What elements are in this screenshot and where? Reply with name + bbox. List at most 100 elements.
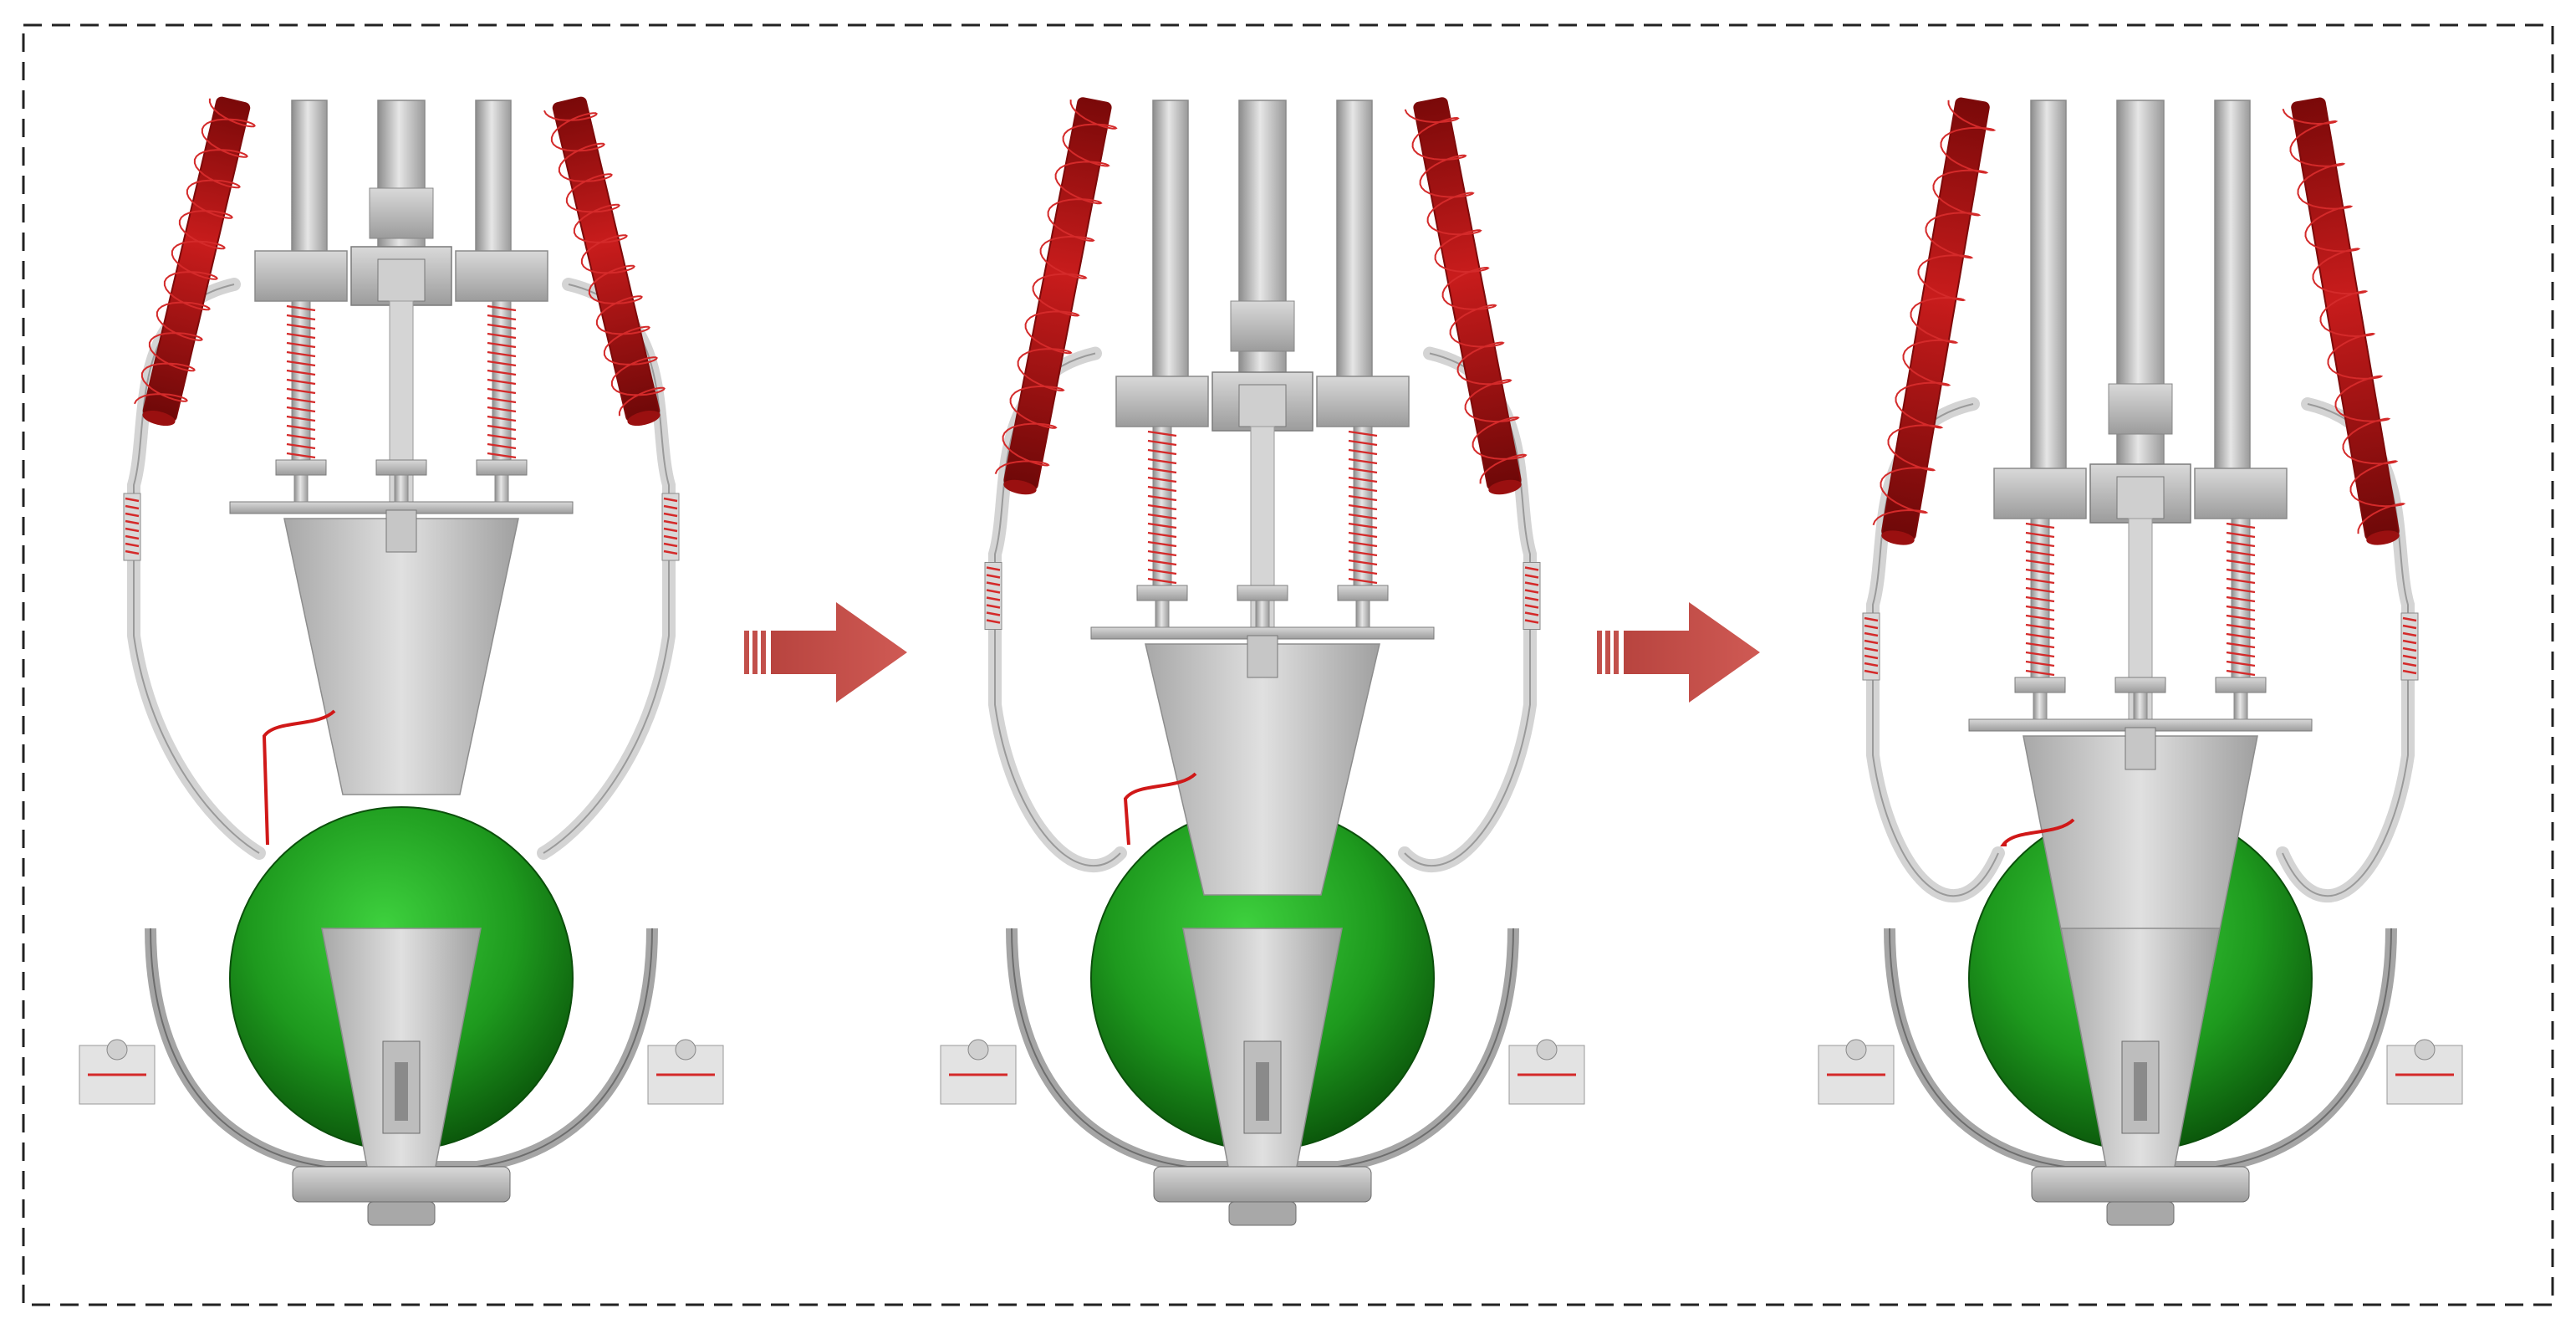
guide-shaft — [291, 100, 328, 268]
side-spring-turn — [125, 534, 140, 540]
rod-collar — [1237, 585, 1288, 601]
spring-left-coil-turn — [1147, 494, 1177, 502]
spring-left-coil-turn — [2025, 559, 2055, 566]
upper-cone-clip — [385, 509, 417, 553]
spring-right-coil-turn — [487, 396, 517, 404]
base-foot — [1228, 1201, 1297, 1226]
arrow-tail-bar — [1597, 631, 1602, 674]
side-spring-turn — [1864, 654, 1879, 660]
guide-shaft — [377, 100, 426, 268]
spring-right-coil-turn — [487, 323, 517, 330]
shaft-coupler — [2108, 383, 2173, 435]
coil-winding-right — [1404, 109, 1528, 484]
spring-left-coil-turn — [2025, 577, 2055, 585]
guide-shaft — [2030, 100, 2067, 486]
side-spring-turn — [1864, 631, 1879, 637]
side-spring-turn — [1524, 611, 1539, 616]
spring-left-coil-turn — [2025, 641, 2055, 649]
arrow-head — [1624, 602, 1760, 703]
spring-right-coil-turn — [487, 314, 517, 321]
guide-shaft — [2214, 100, 2251, 486]
coil-winding-left — [134, 98, 256, 405]
spring-left-coil-turn — [2025, 595, 2055, 603]
spring-right-coil-turn — [2226, 605, 2256, 612]
crossbar-block-right — [2194, 468, 2288, 519]
spring-right-coil-turn — [2226, 623, 2256, 631]
spring-left-coil-turn — [2025, 540, 2055, 548]
crossbar-block-right — [1316, 376, 1410, 427]
spring-right-coil-turn — [1348, 568, 1378, 575]
spring-left-coil-turn — [286, 442, 316, 450]
spring-right — [487, 300, 517, 469]
side-spring-turn — [2402, 669, 2417, 675]
rod-collar — [1337, 585, 1389, 601]
center-clamp — [377, 258, 426, 302]
arrow-tail-bar — [744, 631, 749, 674]
side-spring-turn — [663, 504, 678, 510]
spring-left-coil-turn — [1147, 476, 1177, 483]
sensor-wire — [262, 709, 336, 846]
red-tube-left-end-cap — [142, 410, 176, 427]
spring-right-coil-turn — [1348, 476, 1378, 483]
spring-right-coil-turn — [2226, 651, 2256, 658]
spring-right-coil-turn — [1348, 457, 1378, 465]
spring-right-coil-turn — [487, 442, 517, 450]
spring-left-coil-turn — [286, 415, 316, 422]
spring-left-coil-turn — [1147, 439, 1177, 447]
side-spring-turn — [663, 497, 678, 503]
red-tube-right — [552, 96, 661, 427]
plate-post — [1255, 600, 1270, 628]
spring-right-coil-turn — [2226, 577, 2256, 585]
crossbar-block-left — [254, 250, 348, 302]
side-spring-turn — [986, 566, 1001, 571]
spring-left-coil-turn — [2025, 614, 2055, 621]
spring-left-coil-turn — [286, 433, 316, 441]
spring-right-coil-turn — [487, 341, 517, 349]
spring-right-coil-turn — [1348, 430, 1378, 437]
red-tube-left-body — [142, 96, 251, 422]
coil-winding-left — [1872, 100, 1997, 526]
plate-post — [1155, 600, 1170, 628]
side-spring-turn — [986, 611, 1001, 616]
spring-left-coil-turn — [286, 323, 316, 330]
side-spring-turn — [1864, 624, 1879, 630]
spring-left-coil-turn — [1147, 503, 1177, 511]
spring-right-coil-turn — [1348, 513, 1378, 520]
spring-left-coil-turn — [286, 350, 316, 358]
side-spring-turn — [1864, 647, 1879, 652]
stage-3-mechanism — [1818, 97, 2463, 1226]
base-pedestal — [2031, 1166, 2250, 1203]
spring-left-coil-turn — [2025, 605, 2055, 612]
lower-cone-latch-pin — [395, 1062, 408, 1121]
upper-cone-clip — [1247, 635, 1278, 678]
base-pedestal — [292, 1166, 511, 1203]
side-spring-turn — [1524, 566, 1539, 571]
red-tube-left-body — [1881, 97, 1990, 541]
spring-left-coil-turn — [1147, 559, 1177, 566]
sensor-wire — [1123, 772, 1197, 846]
side-clamp-pivot-left — [106, 1039, 128, 1061]
plate-post — [2033, 692, 2048, 720]
spring-left-coil-turn — [1147, 467, 1177, 474]
side-spring-turn — [125, 497, 140, 503]
shaft-coupler — [369, 187, 434, 239]
base-foot — [2106, 1201, 2175, 1226]
spring-left-coil-turn — [2025, 531, 2055, 539]
spring-right-coil-turn — [487, 406, 517, 413]
upper-cone — [283, 518, 519, 795]
spring-right-coil-turn — [487, 350, 517, 358]
spring-right-coil-turn — [487, 433, 517, 441]
guide-shaft — [1152, 100, 1189, 394]
base-pedestal — [1153, 1166, 1372, 1203]
spring-right-coil-turn — [487, 369, 517, 376]
spring-right-coil-turn — [487, 452, 517, 459]
spring-right-coil-turn — [1348, 540, 1378, 548]
arrow-tail-bar — [1614, 631, 1619, 674]
side-spring-turn — [663, 542, 678, 548]
rod-collar — [476, 459, 528, 476]
base-foot — [367, 1201, 436, 1226]
spring-left-coil-turn — [2025, 632, 2055, 640]
spring-right-coil-turn — [487, 304, 517, 312]
side-clamp-pivot-left — [967, 1039, 989, 1061]
